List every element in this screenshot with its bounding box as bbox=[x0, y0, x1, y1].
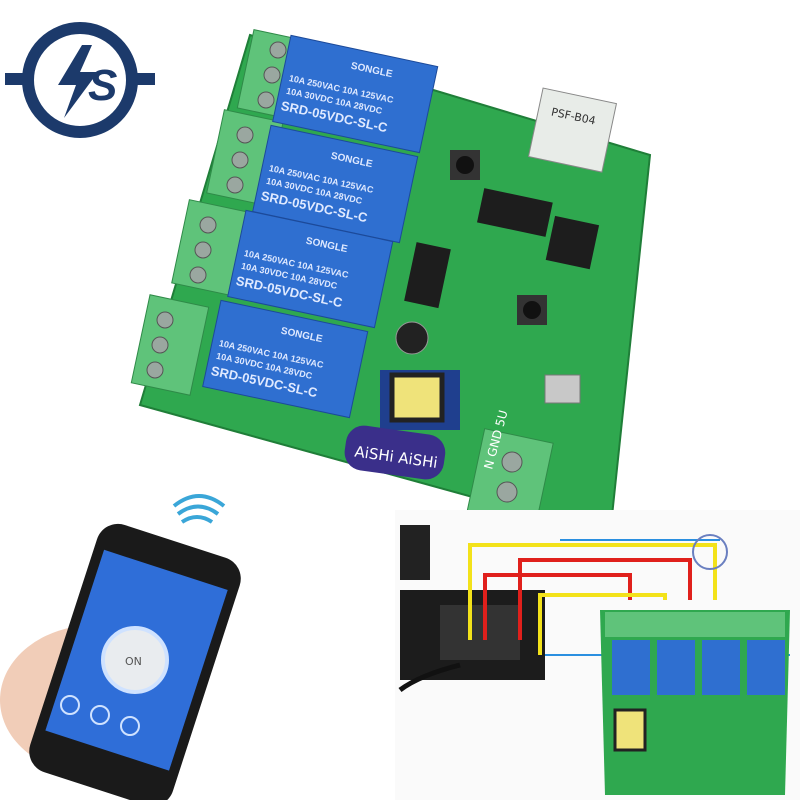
transformer bbox=[389, 372, 445, 423]
power-button-label: ON bbox=[125, 655, 142, 668]
capacitor bbox=[395, 321, 429, 355]
smartphone: ON bbox=[0, 494, 241, 800]
wiring-diagram bbox=[395, 510, 800, 800]
brand-logo: S bbox=[5, 22, 155, 138]
wifi-module bbox=[527, 87, 618, 173]
ic-chip bbox=[477, 188, 553, 237]
power-button bbox=[101, 626, 169, 694]
electrolytic-capacitor bbox=[344, 425, 446, 480]
ic-chip bbox=[404, 242, 451, 309]
wifi-icon bbox=[172, 494, 226, 524]
svg-text:S: S bbox=[88, 61, 117, 110]
micro-usb-port bbox=[544, 374, 581, 404]
ic-chip bbox=[545, 215, 600, 270]
